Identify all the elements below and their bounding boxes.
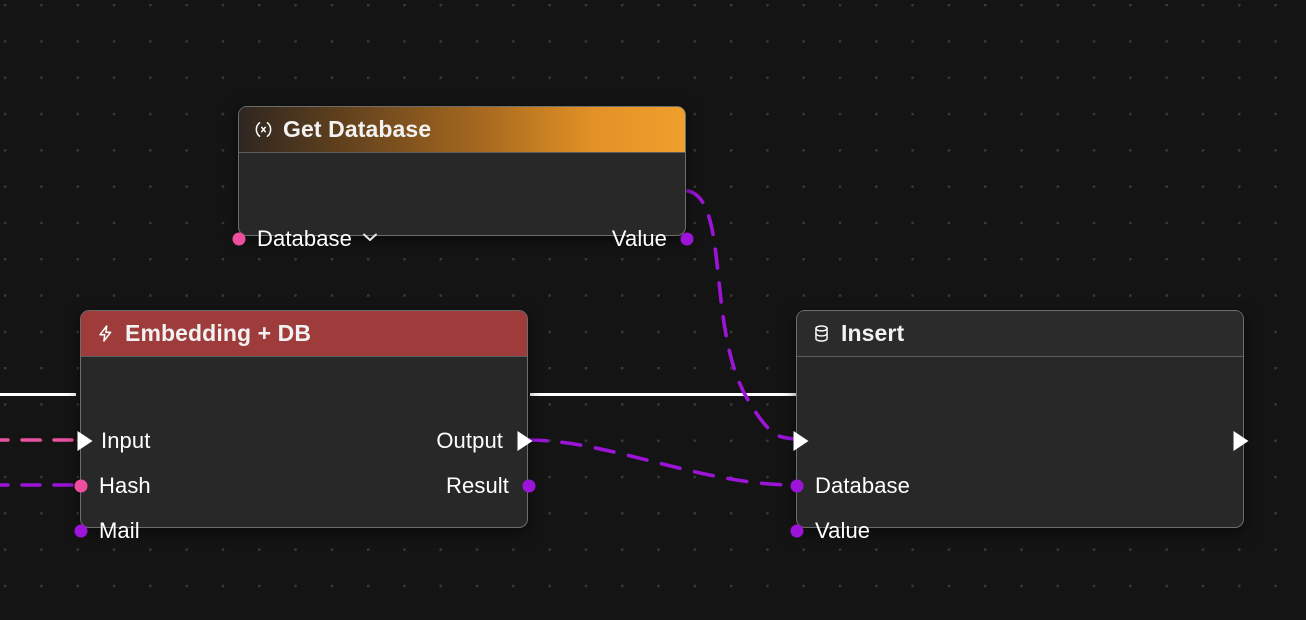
- port-label-hash: Hash: [99, 473, 151, 498]
- row-insert-in-database: Database: [815, 471, 910, 501]
- row-embedding-out-result: Result: [446, 471, 509, 501]
- node-embedding-db[interactable]: Embedding + DB Input Hash Mail: [74, 310, 536, 543]
- port-insert-in-database[interactable]: [790, 479, 804, 493]
- database-cylinder-icon: [811, 324, 831, 344]
- row-embedding-in-input: Input: [101, 426, 150, 456]
- port-insert-out-exec[interactable]: [1233, 431, 1249, 451]
- variable-parens-x-icon: [253, 120, 273, 140]
- port-insert-in-exec[interactable]: [793, 431, 809, 451]
- port-label-insert-database: Database: [815, 473, 910, 498]
- port-embedding-out-result[interactable]: [522, 479, 536, 493]
- port-get-database-in-database[interactable]: [232, 232, 246, 246]
- row-insert-in-value: Value: [815, 516, 870, 546]
- port-embedding-out-output[interactable]: [517, 431, 533, 451]
- port-label-insert-value: Value: [815, 518, 871, 543]
- port-label-value-out: Value: [611, 226, 667, 251]
- port-label-input: Input: [101, 428, 151, 453]
- node-header-insert[interactable]: Insert: [797, 311, 1243, 357]
- node-insert[interactable]: Insert Database Value: [790, 310, 1249, 543]
- port-embedding-in-input[interactable]: [77, 431, 93, 451]
- node-get-database[interactable]: Get Database Database Value: [232, 106, 694, 251]
- node-body-get-database: Database Value: [232, 153, 694, 251]
- port-embedding-in-mail[interactable]: [74, 524, 88, 538]
- port-dot-database-in[interactable]: [232, 232, 246, 246]
- row-get-database-out-value: Value: [612, 224, 667, 254]
- port-dot-insert-value[interactable]: [790, 524, 804, 538]
- port-label-output: Output: [436, 428, 503, 453]
- node-body-embedding-db: Input Hash Mail Output: [74, 357, 536, 543]
- port-arrow-input[interactable]: [77, 431, 93, 451]
- port-label-database-in: Database: [257, 226, 352, 251]
- port-arrow-insert-in[interactable]: [793, 431, 809, 451]
- port-dot-result[interactable]: [522, 479, 536, 493]
- node-title-embedding-db: Embedding + DB: [125, 320, 312, 346]
- edge-value-to-database: [686, 189, 797, 441]
- row-get-database-in-database: Database: [257, 224, 379, 254]
- port-dot-hash[interactable]: [74, 479, 88, 493]
- port-arrow-output[interactable]: [517, 431, 533, 451]
- port-label-result: Result: [446, 473, 509, 498]
- row-embedding-out-output: Output: [436, 426, 503, 456]
- node-body-insert: Database Value: [790, 357, 1249, 543]
- port-insert-in-value[interactable]: [790, 524, 804, 538]
- port-dot-value-out[interactable]: [680, 232, 694, 246]
- node-header-get-database[interactable]: Get Database: [239, 107, 685, 153]
- chevron-down-icon[interactable]: [361, 230, 379, 248]
- port-label-mail: Mail: [99, 518, 140, 543]
- row-embedding-in-mail: Mail: [99, 516, 140, 546]
- node-title-insert: Insert: [841, 320, 905, 346]
- node-title-get-database: Get Database: [283, 116, 432, 142]
- edge-result-to-value: [526, 438, 797, 487]
- lightning-bolt-icon: [95, 324, 115, 344]
- port-dot-insert-database[interactable]: [790, 479, 804, 493]
- node-header-embedding-db[interactable]: Embedding + DB: [81, 311, 527, 357]
- row-embedding-in-hash: Hash: [99, 471, 151, 501]
- port-get-database-out-value[interactable]: [680, 232, 694, 246]
- port-arrow-insert-out[interactable]: [1233, 431, 1249, 451]
- port-dot-mail[interactable]: [74, 524, 88, 538]
- port-embedding-in-hash[interactable]: [74, 479, 88, 493]
